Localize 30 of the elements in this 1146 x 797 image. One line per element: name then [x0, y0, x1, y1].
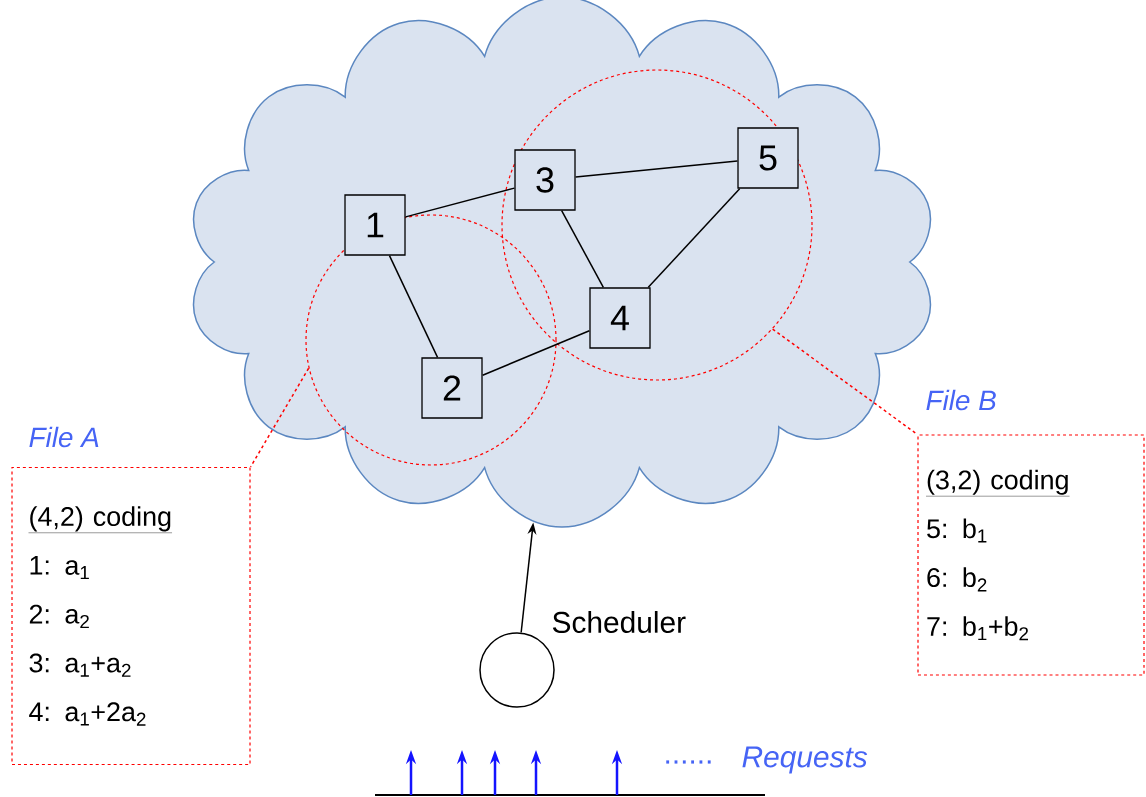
node-label: 2: a$_{2}$	[29, 604, 89, 629]
node-label: 3: a$_{1}$+a$_{2}$	[29, 653, 131, 677]
file-label: File A	[29, 426, 99, 448]
dashed-circle	[501, 69, 813, 381]
connector-line	[560, 209, 605, 289]
dashed-circle	[305, 214, 557, 466]
node-label: (4,2) coding	[30, 506, 171, 532]
coding-box: (4,2) coding 1: a$_{1}$ 2: a$_{2}$ 3: a$_{1}$+a$_{2}$ 4: a$_{1}$+2a$_{2}$	[11, 466, 251, 766]
scheduler-circle	[479, 632, 555, 708]
leader-line	[249, 367, 310, 468]
node-box: 3	[514, 149, 576, 211]
node-box: 5	[737, 127, 799, 189]
node-label: 5: b$_{1}$	[927, 518, 987, 543]
coding-box: (3,2) coding 5: b$_{1}$ 6: b$_{2}$ 7: b$_{1}$+b$_{2}$	[917, 434, 1145, 676]
node-box: 4	[589, 287, 651, 349]
node-label: 7: b$_{1}$+b$_{2}$	[927, 616, 1029, 641]
node-label: 6: b$_{2}$	[927, 567, 987, 592]
connector-line	[647, 187, 741, 289]
node-label: 1: a$_{1}$	[30, 556, 89, 580]
connector-line	[481, 330, 591, 376]
node-label: 4: a$_{1}$+2a$_{2}$	[29, 702, 146, 726]
connector-line	[574, 160, 739, 178]
connector-line	[404, 187, 516, 218]
node-box: 1	[344, 194, 406, 256]
requests-label: Requests	[742, 746, 868, 774]
node-box: 2	[421, 357, 483, 419]
file-label: File B	[926, 389, 996, 411]
connector-line	[388, 254, 439, 359]
scheduler-label: Scheduler	[552, 611, 686, 633]
node-label: (3,2) coding	[927, 469, 1068, 495]
